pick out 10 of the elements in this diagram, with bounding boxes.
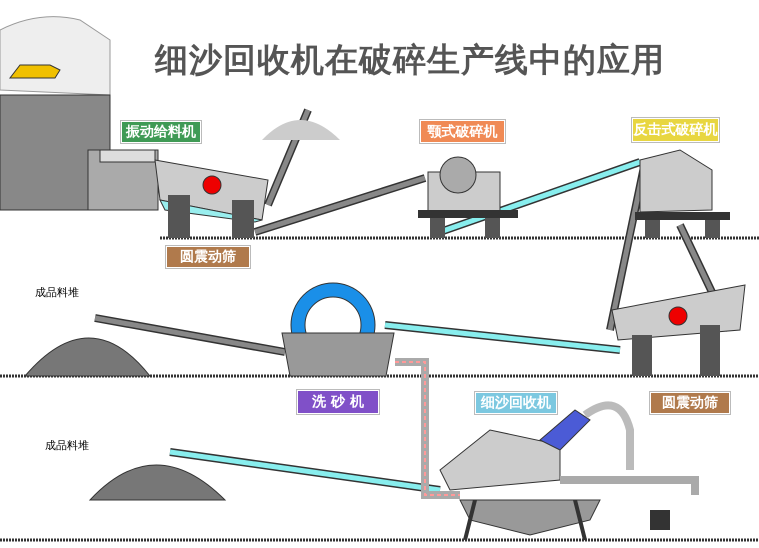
machine-label: 细沙回收机: [475, 392, 557, 414]
machine-label: 圆震动筛: [650, 392, 730, 414]
pile-label: 成品料堆: [45, 438, 89, 453]
machine-label: 反击式破碎机: [632, 118, 719, 142]
machine-label: 颚式破碎机: [420, 120, 505, 143]
machine-label: 洗 砂 机: [297, 390, 379, 414]
machine-label: 圆震动筛: [166, 246, 250, 268]
title: 细沙回收机在破碎生产线中的应用: [154, 39, 666, 81]
pile-label: 成品料堆: [35, 285, 79, 300]
machine-label: 振动给料机: [121, 121, 201, 143]
